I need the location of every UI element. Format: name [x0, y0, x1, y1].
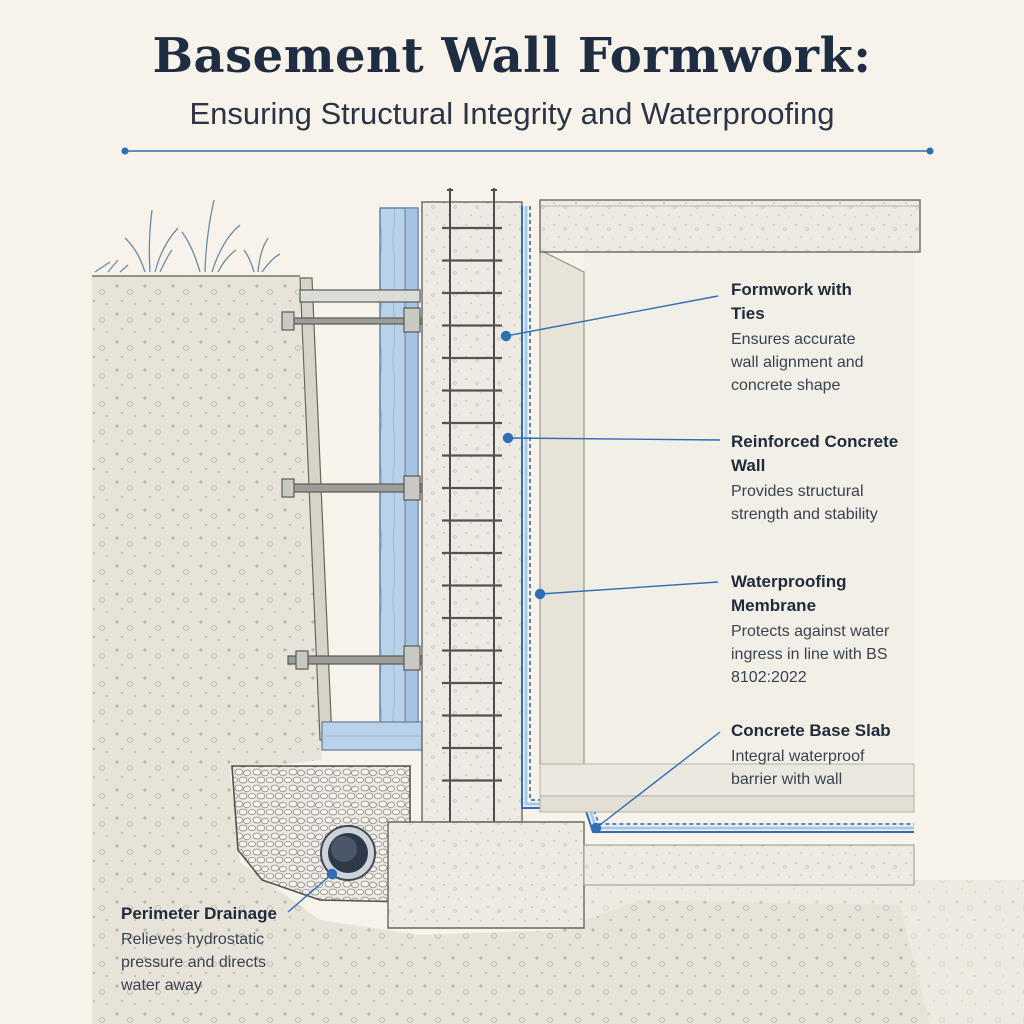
drainage-pipe — [320, 825, 376, 881]
base-slab — [583, 844, 915, 886]
label-drainage-desc: Relieves hydrostatic pressure and direct… — [121, 931, 266, 994]
page-title: Basement Wall Formwork: — [152, 28, 872, 84]
formwork-ties — [281, 289, 423, 671]
rebar-stirrups — [442, 226, 502, 782]
concrete-wall — [421, 201, 523, 823]
label-membrane-title: Waterproofing Membrane — [731, 572, 847, 615]
label-wall-desc: Provides structural strength and stabili… — [731, 483, 878, 523]
page-subtitle: Ensuring Structural Integrity and Waterp… — [189, 96, 835, 131]
interior-back-wall — [584, 252, 914, 764]
soil-backfill — [92, 276, 930, 1024]
label-wall: Reinforced Concrete Wall Provides struct… — [731, 430, 921, 526]
strip-footing — [387, 821, 585, 929]
label-slab: Concrete Base Slab Integral waterproof b… — [731, 719, 911, 791]
label-slab-desc: Integral waterproof barrier with wall — [731, 748, 865, 788]
label-membrane: Waterproofing Membrane Protects against … — [731, 570, 911, 689]
label-drainage-title: Perimeter Drainage — [121, 904, 277, 923]
label-membrane-desc: Protects against water ingress in line w… — [731, 623, 890, 686]
leader-lines — [287, 295, 721, 913]
interior-reveal — [539, 249, 585, 783]
label-drainage: Perimeter Drainage Relieves hydrostatic … — [121, 902, 291, 997]
label-slab-title: Concrete Base Slab — [731, 721, 891, 740]
label-wall-title: Reinforced Concrete Wall — [731, 432, 899, 475]
grass-tufts — [94, 199, 281, 273]
label-formwork: Formwork with Ties Ensures accurate wall… — [731, 278, 881, 397]
ceiling-slab — [539, 199, 921, 253]
label-formwork-title: Formwork with Ties — [731, 280, 852, 323]
label-formwork-desc: Ensures accurate wall alignment and conc… — [731, 331, 864, 394]
